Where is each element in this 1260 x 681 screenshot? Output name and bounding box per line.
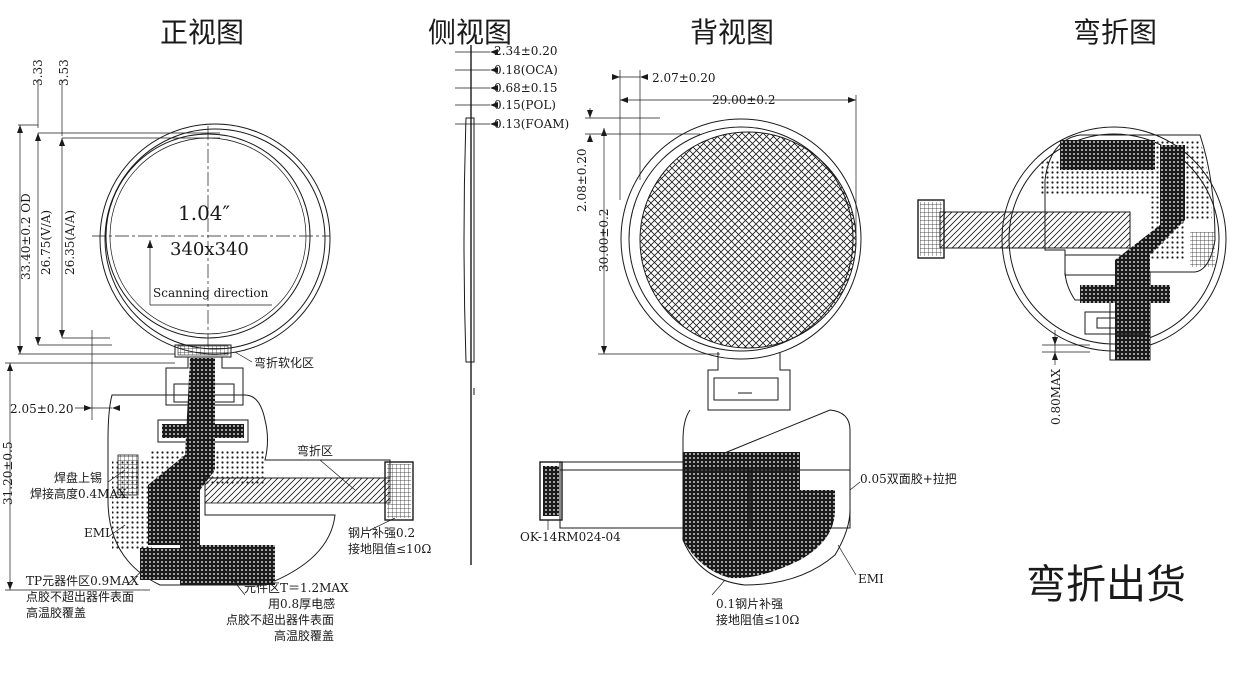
note-steel-reinforcement: 钢片补强0.2 <box>348 526 415 540</box>
back-tape-note: 0.05双面胶+拉把 <box>860 471 957 486</box>
back-dim-height: 30.00±0.2 <box>597 209 611 273</box>
note-pad-height: 焊接高度0.4MAX <box>30 486 127 501</box>
dim-top-3-53: 3.53 <box>57 59 71 86</box>
back-emi-note: EMI <box>858 572 884 586</box>
scan-direction-label: Scanning direction <box>153 286 269 300</box>
dim-od: 33.40±0.2 OD <box>19 193 33 280</box>
note-pad-tin: 焊盘上锡 <box>54 470 102 485</box>
title-front-view: 正视图 <box>160 16 244 49</box>
bend-view: 0.80MAX 弯折出货 <box>917 126 1227 608</box>
back-dim-top: 2.07±0.20 <box>652 71 716 85</box>
title-side-view: 侧视图 <box>428 16 512 49</box>
side-dim-panel: 0.68±0.15 <box>494 81 558 95</box>
display-size: 1.04″ <box>178 201 230 225</box>
note-component-glue: 点胶不超出器件表面 <box>226 612 334 627</box>
back-connector-part: OK-14RM024-04 <box>520 530 621 544</box>
dim-va: 26.75(V/A) <box>39 210 53 275</box>
note-tp-glue: 点胶不超出器件表面 <box>26 589 134 604</box>
front-view: 1.04″ 340x340 Scanning direction <box>1 59 431 643</box>
dim-fpc-width: 2.05±0.20 <box>10 402 74 416</box>
note-component-area: 元件区T＝1.2MAX <box>244 581 349 595</box>
title-back-view: 背视图 <box>690 16 774 49</box>
note-component-inductor: 用0.8厚电感 <box>268 596 335 611</box>
back-dim-width: 29.00±0.2 <box>712 93 776 107</box>
back-steel-ground: 接地阻值≤10Ω <box>716 612 799 627</box>
display-resolution: 340x340 <box>170 239 249 260</box>
back-steel-note: 0.1钢片补强 <box>716 597 783 611</box>
dim-top-3-33: 3.33 <box>31 59 45 86</box>
back-view: 2.07±0.20 29.00±0.2 2.08±0.20 30.00±0.2 … <box>520 70 957 627</box>
dim-fpc-total: 31.20±0.5 <box>1 442 15 506</box>
note-steel-ground: 接地阻值≤10Ω <box>348 541 431 556</box>
bend-shipping-note: 弯折出货 <box>1026 562 1186 608</box>
bend-dim-thickness: 0.80MAX <box>1049 368 1063 425</box>
side-dim-pol: 0.15(POL) <box>494 98 556 112</box>
side-dim-foam: 0.13(FOAM) <box>494 117 569 131</box>
dim-aa: 26.35(A/A) <box>63 210 77 275</box>
note-emi-front: EMI <box>84 526 110 540</box>
note-component-cover: 高温胶覆盖 <box>274 628 334 643</box>
back-dim-vert-offset: 2.08±0.20 <box>575 149 589 213</box>
note-tp-cover: 高温胶覆盖 <box>26 605 86 620</box>
note-tp-area: TP元器件区0.9MAX <box>26 574 139 588</box>
title-bend-view: 弯折图 <box>1073 16 1157 49</box>
side-view: 2.34±0.20 0.18(OCA) 0.68±0.15 0.15(POL) … <box>455 44 569 565</box>
side-dim-oca: 0.18(OCA) <box>494 63 558 77</box>
side-dim-total: 2.34±0.20 <box>494 44 558 58</box>
note-bend-area: 弯折区 <box>297 443 333 458</box>
note-soft-bend-zone: 弯折软化区 <box>254 355 314 370</box>
